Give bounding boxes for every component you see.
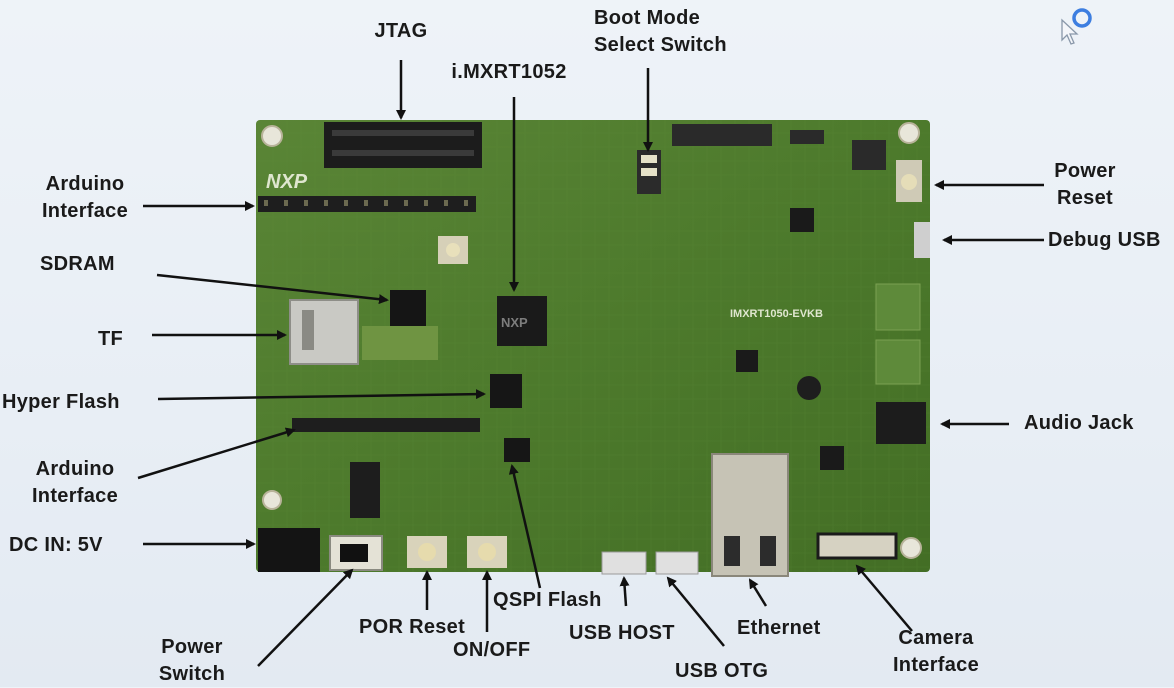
- label-por-reset: POR Reset: [359, 616, 466, 638]
- label-tf: TF: [98, 328, 124, 350]
- label-arduino-bottom: Arduino Interface: [31, 458, 119, 507]
- arrow-hyper-flash: [157, 389, 486, 401]
- mounting-hole: [262, 490, 282, 510]
- label-jtag: JTAG: [374, 20, 428, 42]
- mounting-hole: [900, 537, 922, 559]
- label-debug-usb: Debug USB: [1048, 229, 1161, 251]
- arrow-usb-otg: [666, 576, 725, 647]
- arrow-power-switch: [257, 568, 354, 667]
- arrow-arduino-bottom: [137, 427, 296, 480]
- board-brand-text: NXP: [266, 171, 308, 193]
- label-on-off: ON/OFF: [453, 639, 531, 661]
- arduino-header-bottom: [292, 418, 480, 432]
- arrow-usb-host: [619, 576, 630, 607]
- mcu-chip: [497, 296, 547, 346]
- debug-usb-port: [914, 222, 930, 258]
- mounting-hole: [898, 122, 920, 144]
- svg-text:NXP: NXP: [501, 315, 528, 330]
- label-audio-jack: Audio Jack: [1024, 412, 1134, 434]
- sdram-chip: [390, 290, 426, 326]
- usb-otg-port: [655, 551, 699, 575]
- label-qspi-flash: QSPI Flash: [493, 589, 602, 611]
- label-power-reset: Power Reset: [1054, 160, 1116, 209]
- qspi-flash-chip: [504, 438, 530, 462]
- label-usb-host: USB HOST: [569, 622, 675, 644]
- label-arduino-top: Arduino Interface: [41, 173, 129, 222]
- label-power-switch: Power Switch: [158, 636, 226, 685]
- usb-host-port: [601, 551, 647, 575]
- jtag-header: [324, 122, 482, 168]
- label-ethernet: Ethernet: [737, 617, 821, 639]
- mounting-hole: [261, 125, 283, 147]
- arrow-ethernet: [748, 578, 768, 607]
- hyper-flash-chip: [490, 374, 522, 408]
- arrow-camera: [855, 564, 913, 632]
- label-usb-otg: USB OTG: [675, 660, 769, 682]
- tf-card-slot: [289, 299, 359, 365]
- tf-pad: [362, 326, 438, 360]
- arrow-sdram: [156, 273, 389, 305]
- label-imxrt1052: i.MXRT1052: [451, 61, 567, 83]
- label-dc-in: DC IN: 5V: [9, 534, 103, 556]
- audio-jack-connector: [876, 402, 926, 444]
- label-hyper-flash: Hyper Flash: [2, 391, 120, 413]
- label-boot-mode: Boot Mode Select Switch: [594, 7, 727, 56]
- dc-jack: [258, 528, 320, 572]
- mouse-cursor-icon: [1061, 8, 1092, 45]
- label-sdram: SDRAM: [40, 253, 115, 275]
- svg-text:IMXRT1050-EVKB: IMXRT1050-EVKB: [730, 308, 823, 320]
- camera-connector: [816, 532, 898, 560]
- arrow-qspi: [508, 464, 542, 589]
- label-camera-interface: Camera Interface: [892, 627, 980, 676]
